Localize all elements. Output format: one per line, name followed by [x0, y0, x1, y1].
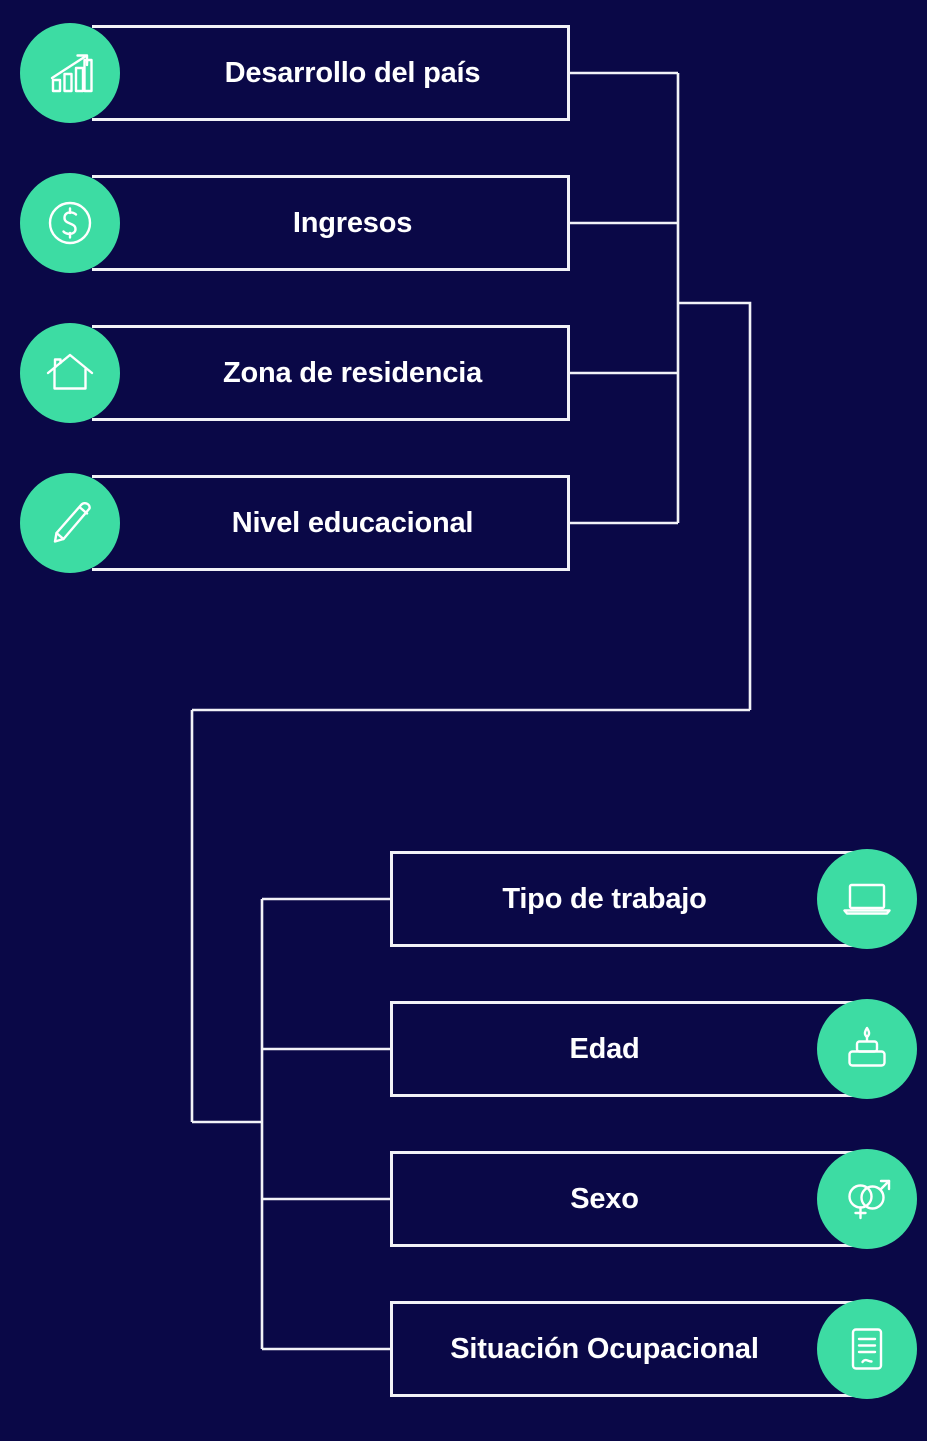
- node-label: Ingresos: [292, 206, 413, 239]
- node-tipo-de-trabajo[interactable]: Tipo de trabajo: [390, 849, 917, 949]
- node-box: Sexo: [390, 1151, 868, 1247]
- node-box: Situación Ocupacional: [390, 1301, 868, 1397]
- node-box: Edad: [390, 1001, 868, 1097]
- node-label: Tipo de trabajo: [502, 882, 707, 915]
- dollar-coin-icon: [20, 173, 120, 273]
- node-label: Situación Ocupacional: [450, 1332, 759, 1365]
- node-box: Tipo de trabajo: [390, 851, 868, 947]
- gender-symbols-icon: [817, 1149, 917, 1249]
- node-label: Zona de residencia: [222, 356, 483, 389]
- node-box: Nivel educacional: [92, 475, 570, 571]
- node-label: Edad: [569, 1032, 640, 1065]
- node-edad[interactable]: Edad: [390, 999, 917, 1099]
- house-icon: [20, 323, 120, 423]
- bar-chart-growth-icon: [20, 23, 120, 123]
- pencil-icon: [20, 473, 120, 573]
- node-box: Zona de residencia: [92, 325, 570, 421]
- node-sexo[interactable]: Sexo: [390, 1149, 917, 1249]
- node-box: Ingresos: [92, 175, 570, 271]
- document-signature-icon: [817, 1299, 917, 1399]
- birthday-cake-icon: [817, 999, 917, 1099]
- node-label: Desarrollo del país: [224, 56, 481, 89]
- node-label: Sexo: [570, 1182, 639, 1215]
- connector-upper-to-riser: [678, 301, 752, 710]
- node-label: Nivel educacional: [231, 506, 474, 539]
- node-box: Desarrollo del país: [92, 25, 570, 121]
- laptop-icon: [817, 849, 917, 949]
- node-situacion-ocupacional[interactable]: Situación Ocupacional: [390, 1299, 917, 1399]
